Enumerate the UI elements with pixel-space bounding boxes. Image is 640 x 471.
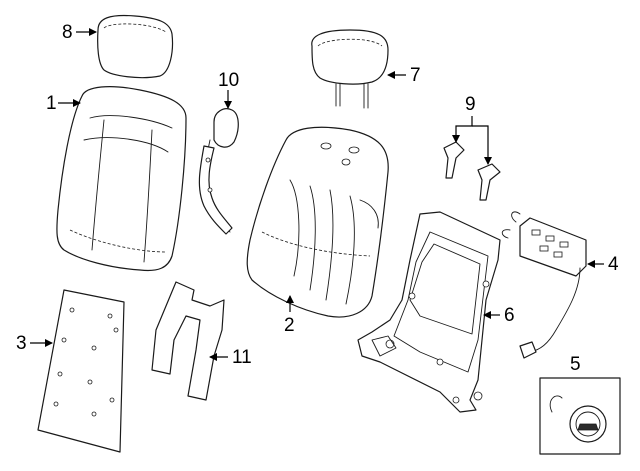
callout-7: 7 xyxy=(387,65,421,86)
callout-8: 8 xyxy=(62,22,97,43)
part-11-u-pad[interactable] xyxy=(151,281,225,401)
callout-8-label: 8 xyxy=(62,22,73,43)
callout-5: 5 xyxy=(570,354,581,375)
part-7-headrest[interactable] xyxy=(311,29,389,109)
callout-6: 6 xyxy=(483,305,515,326)
part-8-headrest-cover[interactable] xyxy=(97,14,174,79)
callout-2-label: 2 xyxy=(284,315,295,336)
callout-1: 1 xyxy=(46,93,81,114)
callout-3-label: 3 xyxy=(16,333,27,354)
callout-11: 11 xyxy=(209,347,252,368)
part-3-back-panel[interactable] xyxy=(37,289,125,453)
part-1-seat-back-cover[interactable] xyxy=(56,86,187,272)
callout-11-label: 11 xyxy=(232,347,252,368)
part-10-wire-harness[interactable] xyxy=(198,108,239,235)
part-5-knob-inset[interactable] xyxy=(539,377,621,455)
callout-4: 4 xyxy=(587,254,619,275)
callout-1-label: 1 xyxy=(46,93,57,114)
callout-2: 2 xyxy=(284,295,295,336)
part-4-lumbar-unit[interactable] xyxy=(501,211,587,359)
callout-3: 3 xyxy=(16,333,53,354)
callout-10-label: 10 xyxy=(218,70,239,91)
callout-9-label: 9 xyxy=(465,94,476,115)
part-6-seat-back-frame[interactable] xyxy=(357,211,501,413)
part-9-clips[interactable] xyxy=(443,141,501,201)
callout-5-label: 5 xyxy=(570,354,581,375)
callout-4-label: 4 xyxy=(608,254,619,275)
callout-9: 9 xyxy=(452,94,492,165)
callout-6-label: 6 xyxy=(504,305,515,326)
callout-7-label: 7 xyxy=(410,65,421,86)
part-2-seat-back-pad[interactable] xyxy=(246,126,389,318)
callout-10: 10 xyxy=(218,70,239,109)
